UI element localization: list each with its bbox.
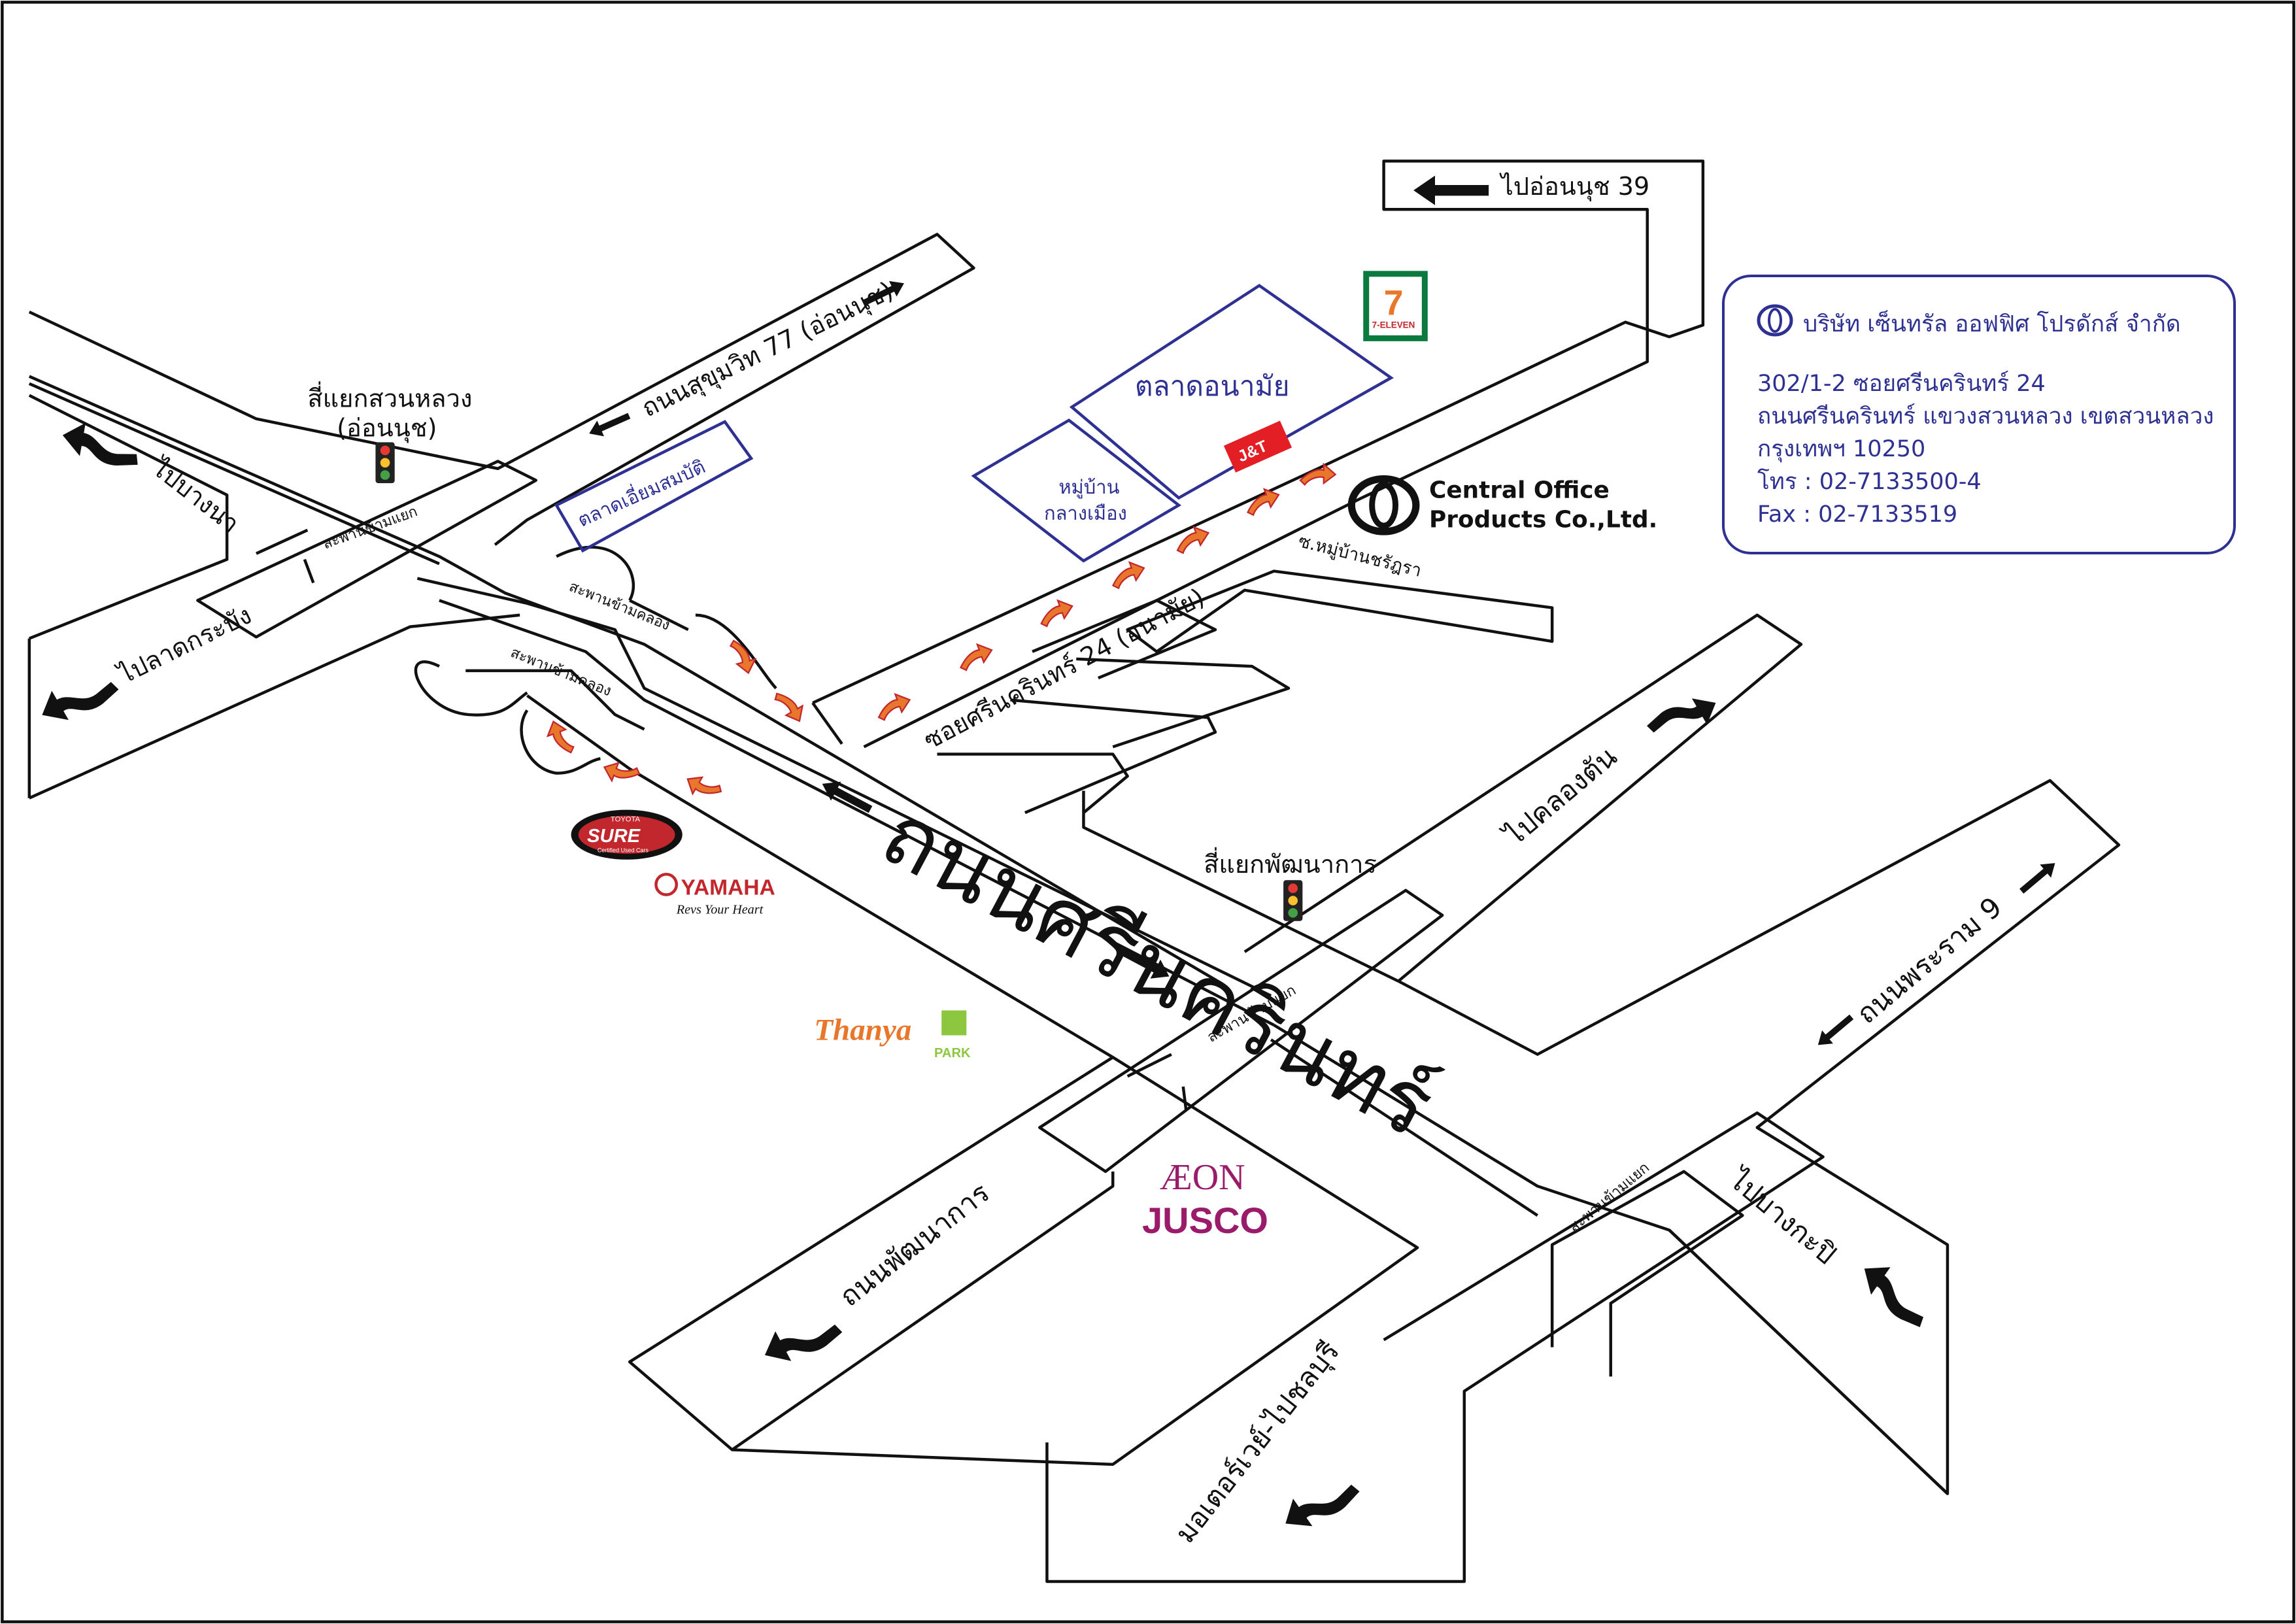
lat-krabang-road [28,394,229,640]
fax-number: Fax : 02-7133519 [1757,501,1958,528]
bridge-right [1038,888,1444,1174]
company-info-box: บริษัท เซ็นทรัล ออฟฟิศ โปรดักส์ จำกัด 30… [1722,275,2236,554]
address-line-3: กรุงเทพฯ 10250 [1757,436,1926,462]
route-arrow-icon [872,689,915,722]
to-on-nut-39-label: ไปอ่อนนุช 39 [1499,172,1649,201]
market-anamai-building [1069,284,1394,500]
motorway-label: มอเตอร์เวย์-ไปชลบุรี [1170,1336,1347,1549]
phatthanakan-road-label: ถนนพัฒนาการ [834,1177,996,1313]
svg-text:Revs Your Heart: Revs Your Heart [676,903,764,917]
traffic-light-icon [1283,880,1303,921]
market-anamai-label: ตลาดอนามัย [1135,371,1290,403]
route-arrow-icon [772,685,809,727]
svg-text:PARK: PARK [934,1046,971,1060]
yamaha-logo: YAMAHA Revs Your Heart [654,872,775,917]
on-nut-junction-label-2: (อ่อนนุช) [337,413,437,443]
buildings [554,284,1394,563]
market-iam-sombat-building [554,420,754,553]
to-lat-krabang-label: ไปลาดกระบัง [112,600,256,690]
seven-eleven-logo: 7 7-ELEVEN [1363,271,1428,341]
svg-text:YAMAHA: YAMAHA [681,876,775,900]
svg-text:TOYOTA: TOYOTA [611,816,641,824]
address-line-1: 302/1-2 ซอยศรีนครินทร์ 24 [1757,371,2046,397]
svg-text:ÆON: ÆON [1160,1157,1245,1198]
khlong-tan-road [1243,613,1803,983]
rama9-label: ถนนพระราม 9 [1851,891,2008,1030]
rama9-road [1397,779,2121,1495]
arrow-curvy-icon [1276,1464,1362,1541]
company-en-line2: Products Co.,Ltd. [1429,506,1657,533]
route-arrow-icon [728,635,760,677]
arrow-curvy-icon [757,1304,845,1374]
srinakarin-upper-edge [28,375,1224,986]
route-arrow-icon [681,769,724,807]
arrow-right-icon [2016,856,2061,898]
arrow-left-icon [585,407,633,442]
jt-express-logo: J&T [1223,420,1292,473]
svg-text:SURE: SURE [587,826,641,847]
soi24-road [812,160,1705,705]
arrow-curvy-icon [34,661,122,734]
aeon-jusco-logo: ÆON JUSCO [1142,1157,1268,1241]
to-khlong-tan-label: ไปคลองตัน [1498,741,1623,853]
arrow-left-icon [1413,175,1489,205]
company-logo-icon [1347,475,1420,535]
phatthanakan-junction-label: สี่แยกพัฒนาการ [1204,847,1377,879]
route-arrow-icon [954,639,996,673]
sukhumvit77-road [28,233,975,546]
svg-text:JUSCO: JUSCO [1142,1200,1268,1241]
svg-text:Certified Used Cars: Certified Used Cars [598,847,649,854]
company-name: บริษัท เซ็นทรัล ออฟฟิศ โปรดักส์ จำกัด [1803,311,2181,337]
village-building [971,418,1182,563]
arrow-left-icon [1812,1010,1857,1052]
address-line-2: ถนนศรีนครินทร์ แขวงสวนหลวง เขตสวนหลวง [1757,403,2214,430]
arrow-curvy-icon [1852,1255,1938,1331]
village-label-1: หมู่บ้าน [1058,476,1119,499]
village-soi-label: ซ.หมู่บ้านชรัฎรา [1296,531,1424,581]
route-arrow-icon [543,717,576,759]
sukhumvit77-label: ถนนสุขุมวิท 77 (อ่อนนุช) [637,276,898,423]
village-soi-road [1126,569,1554,653]
svg-text:7: 7 [1384,284,1404,323]
toyota-sure-logo: TOYOTA SURE Certified Used Cars [571,809,683,860]
svg-text:7-ELEVEN: 7-ELEVEN [1372,320,1415,330]
company-logo-icon [1757,304,1793,337]
canal-bridge-label-1: สะพานข้ามคลอง [567,578,673,634]
phatthanakan-road [526,694,1115,1451]
motorway-road [1045,1111,1825,1583]
traffic-light-icon [375,442,395,484]
company-en-line1: Central Office [1429,477,1610,504]
bridge-left [196,460,538,639]
phone-number: โทร : 02-7133500-4 [1757,469,1982,495]
thanya-park-logo: Thanya PARK [814,1010,971,1060]
route-arrow-icon [1035,596,1077,629]
on-nut-junction-label-1: สี่แยกสวนหลวง [307,381,472,413]
road-network [27,160,2121,1583]
village-label-2: กลางเมือง [1044,502,1127,524]
svg-text:Thanya: Thanya [814,1013,911,1047]
